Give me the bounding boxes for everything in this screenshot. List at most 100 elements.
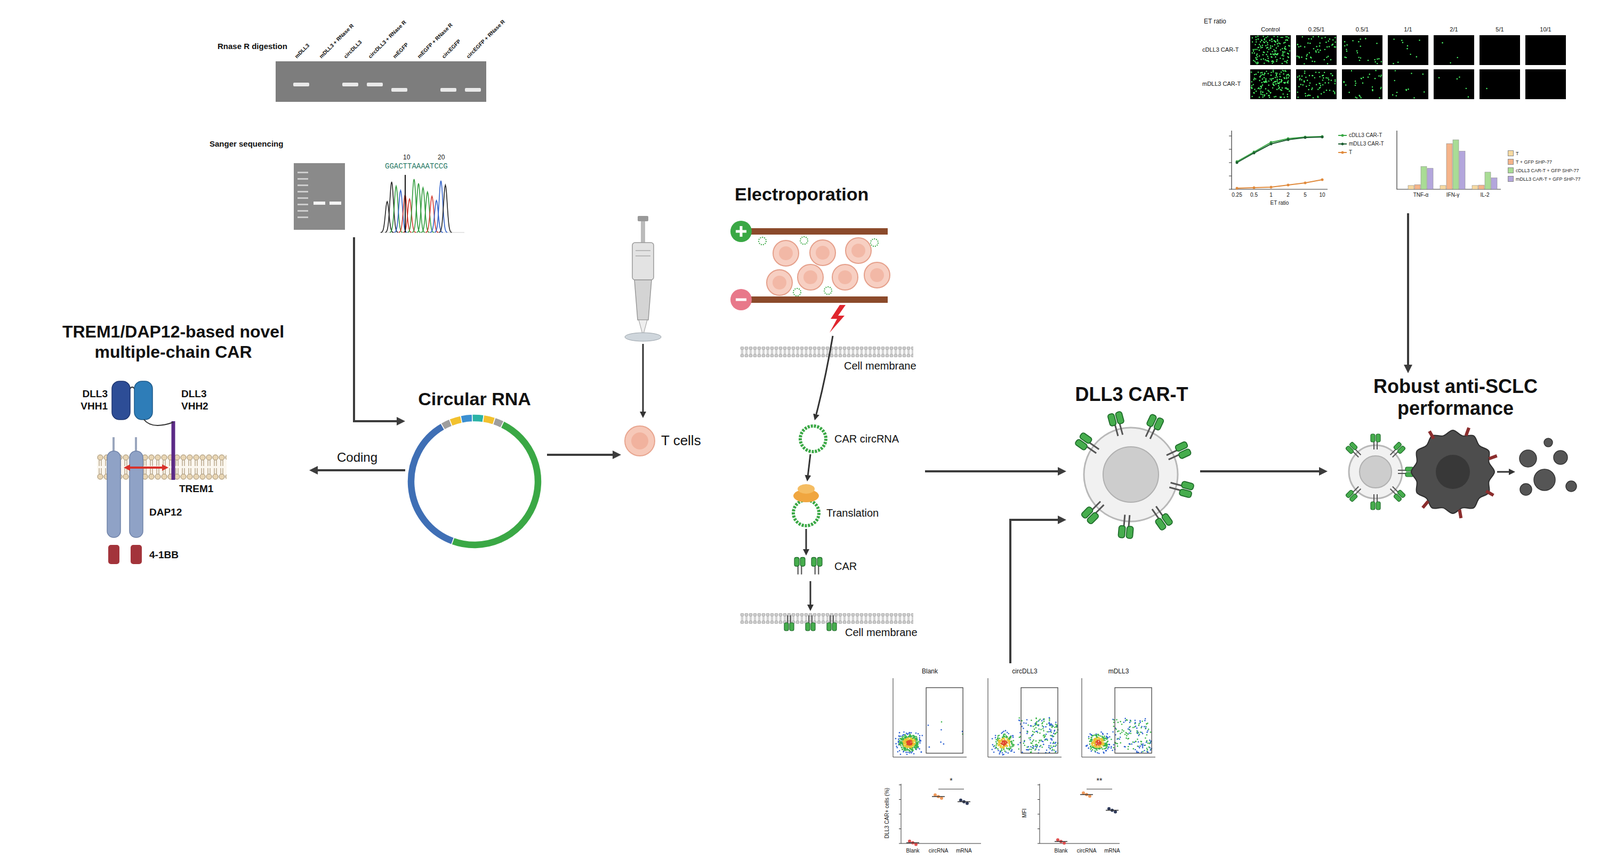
gfp-cell (1255, 90, 1257, 92)
receptor-stem (1145, 426, 1151, 437)
gfp-cell (1285, 87, 1288, 89)
gate-outline (926, 687, 963, 754)
gfp-cell (1282, 58, 1284, 60)
gfp-cell (1274, 56, 1276, 58)
event-dot (900, 746, 903, 749)
gfp-cell (1298, 75, 1300, 77)
event-dot (919, 742, 921, 744)
data-point (1321, 135, 1324, 139)
event-dot (1052, 735, 1055, 738)
event-dot (909, 750, 912, 753)
event-dot (904, 737, 906, 739)
gfp-cell (1319, 49, 1321, 51)
event-dot (1004, 729, 1007, 732)
event-dot (1085, 745, 1088, 747)
cathode-symbol (730, 288, 752, 311)
event-dot (913, 738, 916, 741)
event-dot (911, 749, 914, 751)
gfp-cell (1256, 53, 1258, 55)
tumor-nucleus (1435, 454, 1470, 489)
gfp-cell (1283, 70, 1285, 72)
gfp-cell (1410, 72, 1412, 74)
event-dot (1030, 719, 1033, 722)
chromatogram-peak (438, 185, 452, 233)
event-dot (1038, 728, 1040, 730)
event-dot (1056, 731, 1058, 734)
event-dot (912, 737, 914, 739)
event-dot (1039, 732, 1041, 735)
gfp-cell (1333, 91, 1336, 93)
event-dot (998, 740, 1001, 743)
event-dot (899, 753, 902, 755)
event-dot (999, 744, 1001, 746)
receptor-stem (1169, 487, 1180, 490)
gfp-cell (1324, 82, 1326, 84)
event-dot (1035, 740, 1037, 742)
event-dot (1129, 730, 1132, 733)
gfp-cell (1283, 60, 1285, 62)
event-dot (897, 741, 900, 744)
rna-segment (460, 414, 473, 423)
data-bar (1459, 151, 1466, 190)
t-cell-body (1083, 427, 1178, 522)
event-dot (1052, 741, 1055, 744)
event-dot (1034, 749, 1036, 751)
gfp-cell (1306, 94, 1308, 96)
gfp-cell (1253, 60, 1256, 62)
gfp-cell (1258, 96, 1260, 98)
receptor-domain (1080, 505, 1094, 519)
gel-image (275, 61, 487, 102)
gfp-cell (1264, 72, 1266, 74)
gfp-cell (1255, 38, 1257, 40)
event-dot (1030, 751, 1033, 753)
event-dot (1001, 752, 1004, 754)
gfp-cell (1256, 58, 1258, 60)
chromatogram-marker (404, 174, 406, 233)
gfp-cell (1360, 57, 1362, 59)
interaction-arrow (130, 466, 163, 469)
car-circrna (800, 425, 826, 452)
car-receptor (1107, 411, 1128, 438)
gfp-cell (1260, 90, 1262, 92)
event-dot (1093, 738, 1096, 741)
event-dot (1027, 724, 1029, 727)
gfp-cell (1267, 89, 1269, 91)
event-dot (1091, 746, 1094, 749)
event-dot (1008, 748, 1010, 750)
gfp-cell (1311, 89, 1313, 91)
event-dot (1000, 748, 1003, 750)
gfp-cell (1281, 47, 1283, 50)
event-dot (1121, 723, 1123, 726)
gfp-cell (1264, 59, 1266, 61)
event-dot (1054, 742, 1056, 745)
gfp-cell (1271, 40, 1273, 42)
gel-band (313, 201, 326, 205)
cell-icon (809, 239, 836, 266)
receptor-stem (1089, 443, 1099, 450)
event-dot (903, 745, 905, 747)
event-dot (1035, 717, 1037, 719)
gfp-cell (1282, 51, 1284, 53)
event-dot (1129, 725, 1131, 728)
event-dot (910, 748, 912, 751)
event-dot (904, 745, 907, 748)
gfp-cell (1286, 59, 1288, 61)
data-point (1304, 181, 1307, 185)
event-dot (1050, 729, 1052, 731)
event-dot (1103, 736, 1105, 739)
event-dot (1102, 745, 1105, 747)
pipette-button (637, 215, 649, 222)
receptor-stem (797, 566, 799, 575)
data-bar (1472, 185, 1478, 190)
event-dot (914, 744, 916, 747)
gfp-cell (1356, 52, 1358, 54)
event-dot (913, 752, 915, 755)
gfp-cell (1262, 35, 1264, 37)
gfp-cell (1273, 53, 1275, 55)
event-dot (1146, 734, 1148, 736)
event-dot (905, 743, 907, 745)
gfp-cell (1285, 60, 1287, 62)
gfp-cell (1277, 45, 1279, 47)
gfp-cell (1258, 49, 1260, 51)
receptor-stem (1397, 469, 1406, 471)
